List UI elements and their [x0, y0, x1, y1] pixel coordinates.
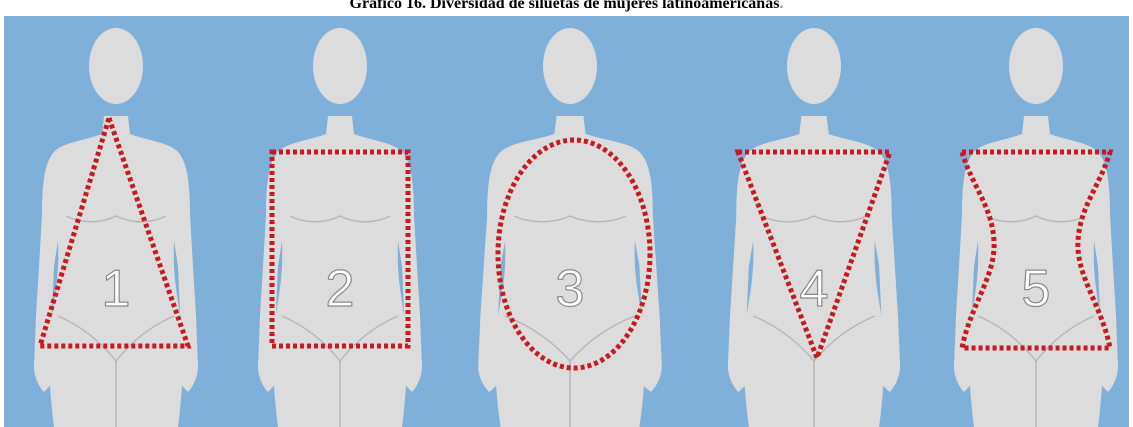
- figure-number: 4: [800, 260, 829, 318]
- chart-title-period: .: [779, 0, 783, 12]
- silhouette-2: 2: [258, 28, 422, 427]
- silhouette-4: 4: [728, 28, 900, 427]
- figure-number: 5: [1022, 260, 1051, 318]
- figure-number: 3: [556, 260, 585, 318]
- chart-title: Gráfico 16. Diversidad de siluetas de mu…: [0, 0, 1133, 16]
- chart-title-text: Gráfico 16. Diversidad de siluetas de mu…: [350, 0, 780, 12]
- silhouette-1: 1: [34, 28, 198, 427]
- figure-number: 1: [102, 260, 131, 318]
- figure-number: 2: [326, 260, 355, 318]
- silhouettes-diagram: 1 2 3 4 5: [4, 16, 1129, 427]
- figure-panel: 1 2 3 4 5: [4, 16, 1129, 427]
- silhouette-3: 3: [478, 28, 662, 427]
- head-shape: [543, 28, 597, 104]
- head-shape: [313, 28, 367, 104]
- head-shape: [787, 28, 841, 104]
- head-shape: [89, 28, 143, 104]
- head-shape: [1009, 28, 1063, 104]
- silhouette-5: 5: [954, 28, 1118, 427]
